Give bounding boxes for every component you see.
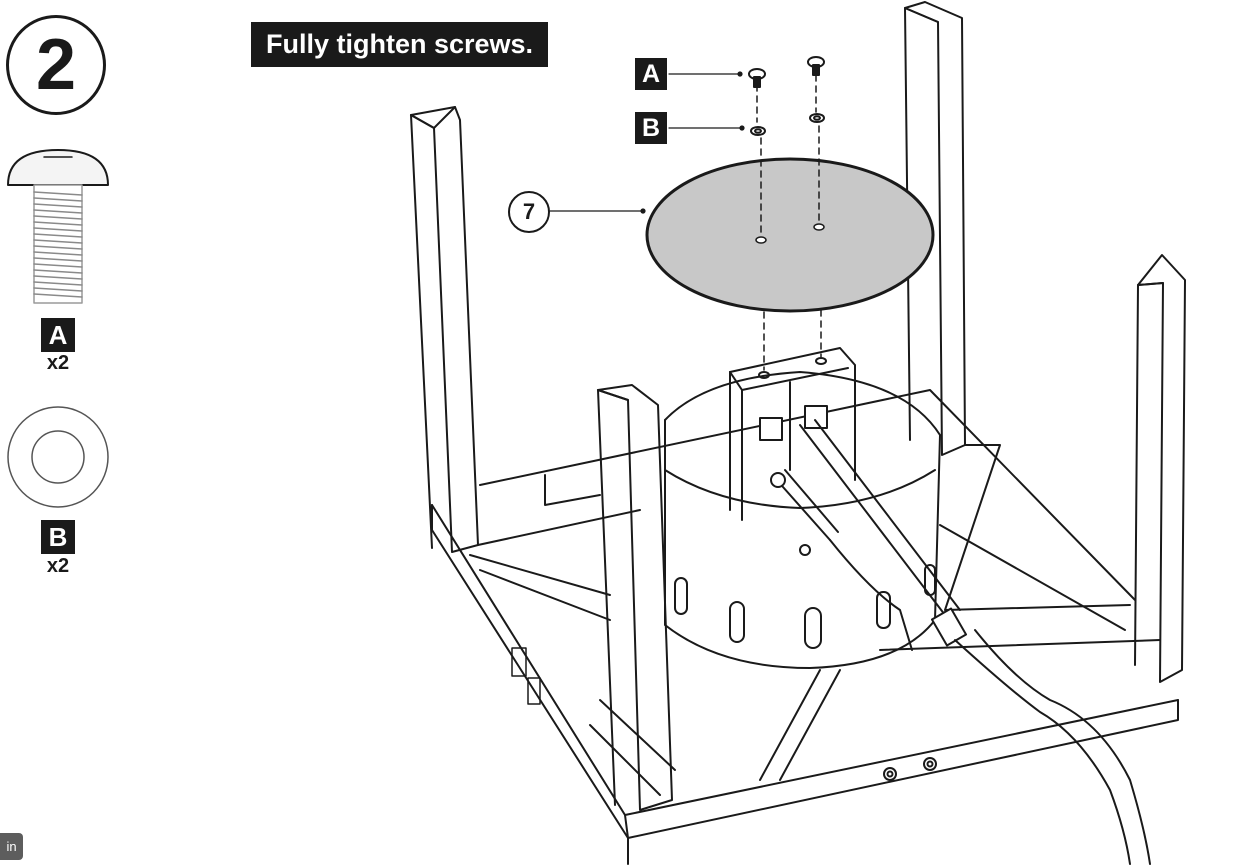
burner-ring	[664, 371, 941, 669]
part-a-label: A	[41, 318, 75, 352]
part-b-label: B	[41, 520, 75, 554]
screw-icon	[7, 149, 109, 304]
callout-a: A	[635, 58, 667, 90]
small-washers	[750, 113, 825, 136]
small-screws	[748, 56, 825, 88]
gas-tube	[770, 419, 1151, 865]
mounting-bracket	[729, 347, 856, 521]
alignment-lines	[756, 74, 822, 371]
heat-plate	[645, 157, 935, 313]
instruction-banner: Fully tighten screws.	[251, 22, 549, 67]
part-b-quantity: x2	[46, 555, 70, 577]
leg-right	[1134, 254, 1186, 683]
plate-hole-left	[755, 236, 767, 244]
part-number-7: 7	[508, 191, 550, 233]
leader-lines	[549, 71, 745, 214]
corner-button[interactable]: in	[0, 833, 23, 860]
leg-back-left	[410, 106, 479, 553]
step-number-badge: 2	[6, 15, 106, 115]
callout-b: B	[635, 112, 667, 144]
frame-base	[431, 389, 1179, 865]
leg-front	[597, 384, 673, 811]
plate-hole-right	[813, 223, 825, 231]
part-a-quantity: x2	[46, 352, 70, 374]
washer-icon	[7, 406, 109, 508]
